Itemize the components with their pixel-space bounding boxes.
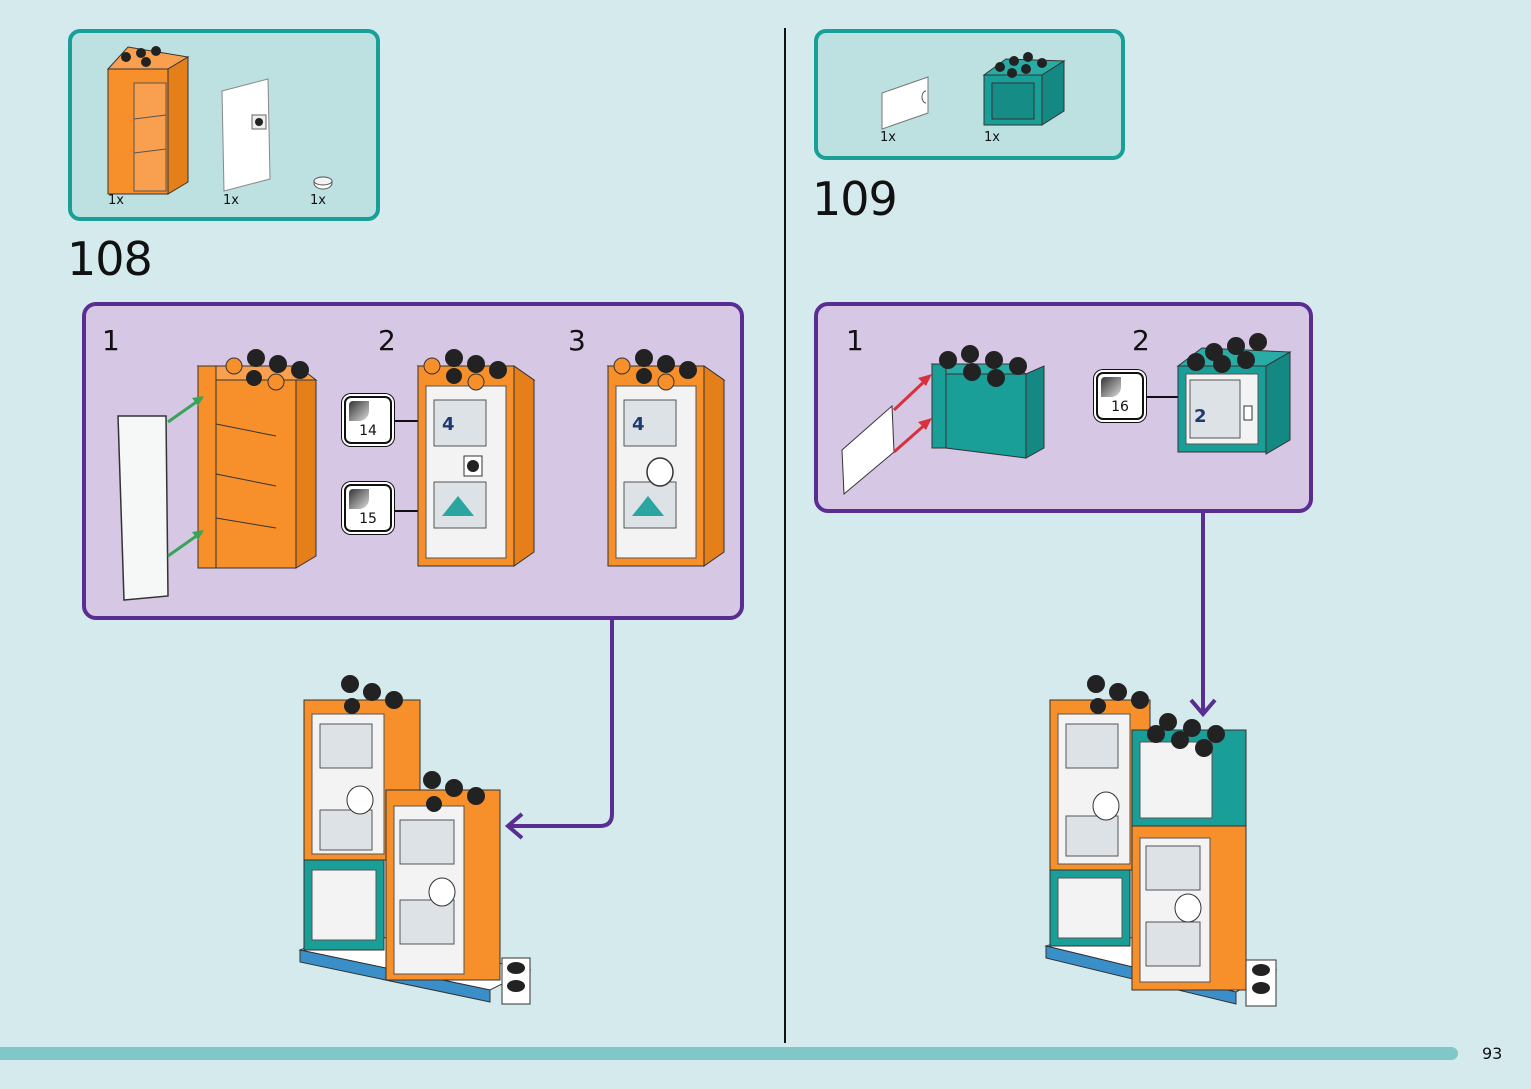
- sticker-number: 16: [1111, 399, 1129, 415]
- sticker-number: 15: [359, 511, 377, 527]
- sticker-15: 15: [344, 484, 392, 532]
- small-white-door-part-icon: [881, 76, 929, 130]
- parts-list-109: 1x 1x: [814, 29, 1125, 160]
- round-tile-part-icon: [313, 176, 333, 190]
- sticker-leader-line: [1146, 396, 1192, 398]
- step-number-109: 109: [812, 172, 898, 226]
- small-door-attach-illustration: [841, 345, 1045, 496]
- sticker-corner-icon: [349, 489, 369, 509]
- page-progress-bar: [0, 1047, 1458, 1060]
- sticker-number: 14: [359, 423, 377, 439]
- sticker-leader-line: [394, 510, 430, 512]
- substep-number: 2: [378, 324, 396, 357]
- step-number-108: 108: [67, 232, 153, 286]
- sticker-leader-line: [394, 420, 430, 422]
- teal-cupboard-with-sticker-illustration: 2: [1176, 333, 1292, 455]
- part-qty: 1x: [310, 193, 326, 208]
- substep-number: 1: [846, 324, 864, 357]
- substep-box-109: 1 2 16 2: [814, 302, 1313, 513]
- svg-text:4: 4: [632, 414, 645, 435]
- white-door-part-icon: [221, 78, 271, 192]
- part-qty: 1x: [223, 193, 239, 208]
- sticker-corner-icon: [349, 401, 369, 421]
- svg-text:4: 4: [442, 414, 455, 435]
- sticker-14: 14: [344, 396, 392, 444]
- door-attach-illustration: [117, 349, 318, 601]
- cupboard-finished-illustration: 4: [606, 349, 726, 567]
- model-assembly-109: [1044, 675, 1278, 1007]
- svg-text:2: 2: [1194, 406, 1207, 427]
- page-number: 93: [1482, 1044, 1503, 1063]
- substep-box-108: 1 2 3 14 15 4: [82, 302, 744, 620]
- part-qty: 1x: [880, 130, 896, 145]
- teal-cupboard-part-icon: [982, 52, 1066, 126]
- part-qty: 1x: [984, 130, 1000, 145]
- placement-arrow-108: [504, 618, 614, 840]
- sticker-16: 16: [1096, 372, 1144, 420]
- substep-number: 2: [1132, 324, 1150, 357]
- part-qty: 1x: [108, 193, 124, 208]
- orange-cupboard-part-icon: [106, 46, 190, 195]
- substep-number: 1: [102, 324, 120, 357]
- sticker-corner-icon: [1101, 377, 1121, 397]
- page-divider: [784, 28, 786, 1043]
- model-assembly-108: [298, 675, 532, 1005]
- placement-arrow-109: [1189, 512, 1217, 718]
- parts-list-108: 1x 1x 1x: [68, 29, 380, 221]
- substep-number: 3: [568, 324, 586, 357]
- cupboard-with-stickers-illustration: 4: [416, 349, 536, 567]
